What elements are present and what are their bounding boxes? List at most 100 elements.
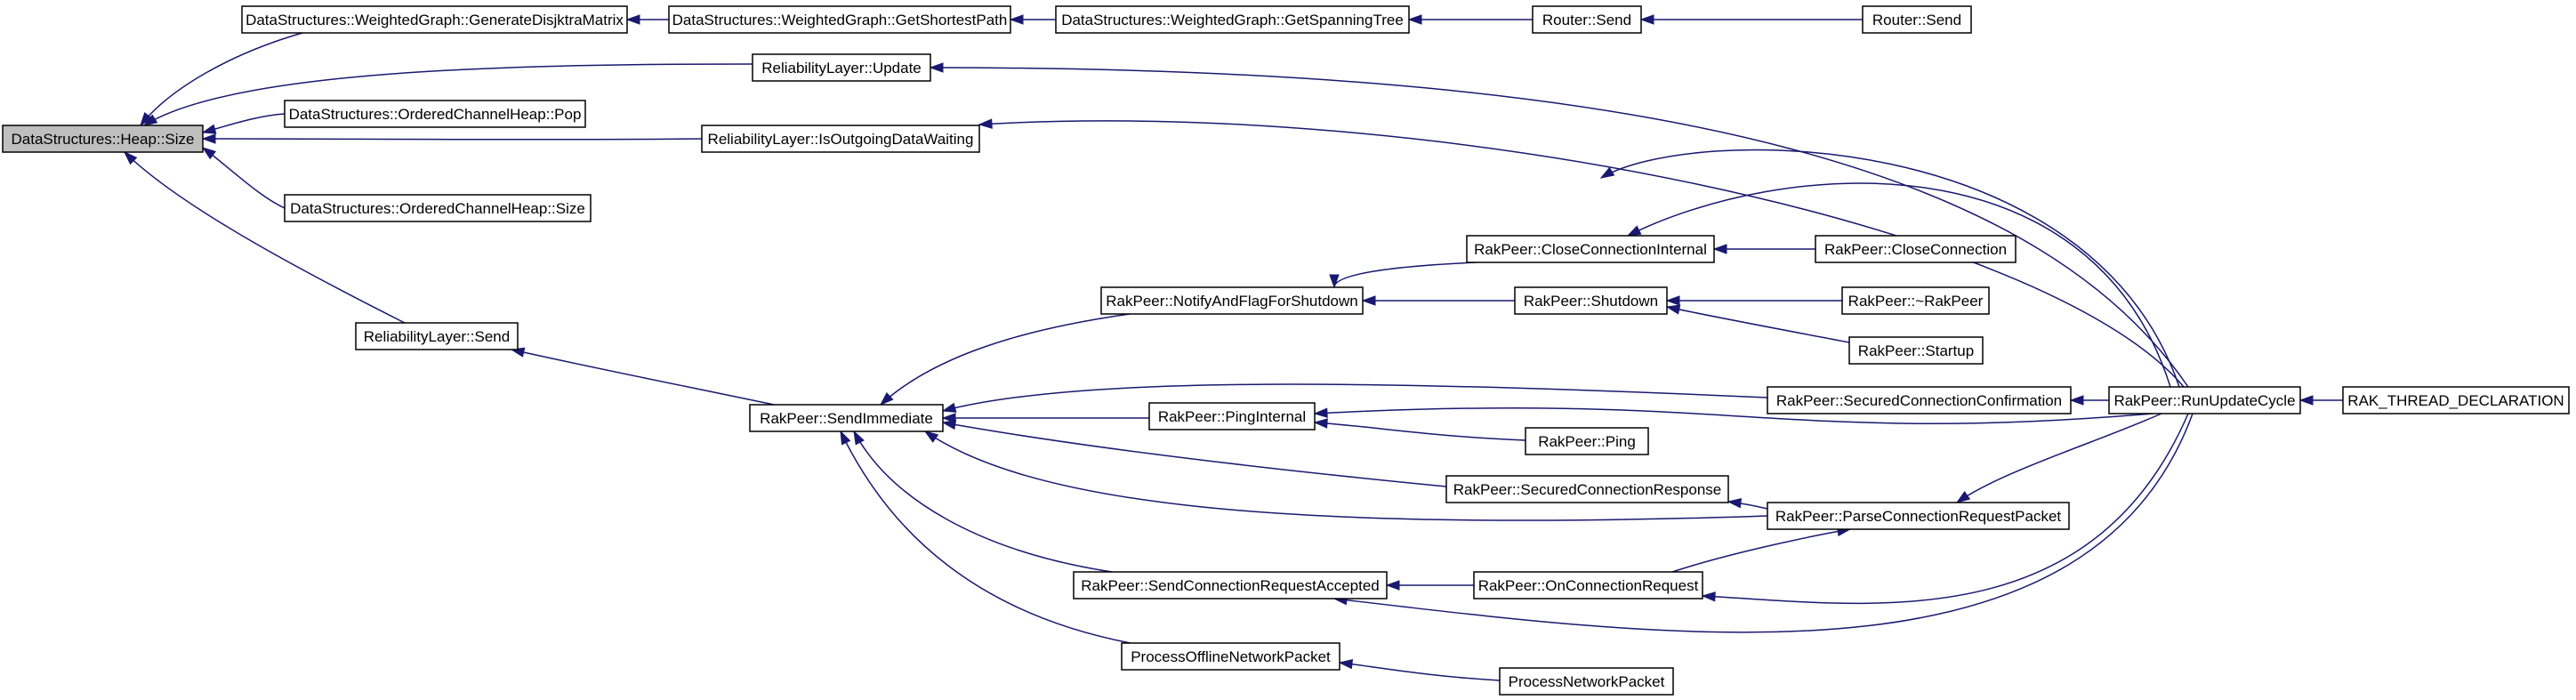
node-label[interactable]: RakPeer::~RakPeer <box>1848 293 1984 310</box>
node-send-immediate[interactable]: RakPeer::SendImmediate <box>749 404 944 432</box>
node-box[interactable] <box>1473 571 1703 599</box>
node-rl-send[interactable]: ReliabilityLayer::Send <box>355 322 519 350</box>
node-box[interactable] <box>1445 475 1729 503</box>
node-ping[interactable]: RakPeer::Ping <box>1525 427 1649 455</box>
node-label[interactable]: RakPeer::Startup <box>1858 342 1974 359</box>
node-box[interactable] <box>1148 402 1316 430</box>
node-notify-flag[interactable]: RakPeer::NotifyAndFlagForShutdown <box>1100 286 1364 315</box>
node-label[interactable]: Router::Send <box>1872 12 1961 28</box>
node-close-internal[interactable]: RakPeer::CloseConnectionInternal <box>1466 235 1715 263</box>
arrow-head-icon <box>2298 395 2314 406</box>
node-box[interactable] <box>1514 286 1668 315</box>
node-heap-size[interactable]: DataStructures::Heap::Size <box>2 125 204 153</box>
node-rl-update[interactable]: ReliabilityLayer::Update <box>752 53 931 82</box>
node-och-size[interactable]: DataStructures::OrderedChannelHeap::Size <box>284 194 592 222</box>
edge-line <box>942 383 1768 412</box>
arrow-head-icon <box>1665 304 1681 315</box>
node-box[interactable] <box>1815 235 2017 263</box>
node-get-spanning[interactable]: DataStructures::WeightedGraph::GetSpanni… <box>1055 5 1410 34</box>
node-gen-dijkstra[interactable]: DataStructures::WeightedGraph::GenerateD… <box>241 5 628 34</box>
node-dtor[interactable]: RakPeer::~RakPeer <box>1841 286 1990 315</box>
node-box[interactable] <box>284 100 586 128</box>
node-box[interactable] <box>1532 5 1642 34</box>
node-box[interactable] <box>355 322 519 350</box>
node-offline-packet[interactable]: ProcessOfflineNetworkPacket <box>1121 642 1340 671</box>
node-label[interactable]: RakPeer::RunUpdateCycle <box>2113 392 2295 409</box>
node-run-update[interactable]: RakPeer::RunUpdateCycle <box>2108 386 2301 414</box>
node-router-send1[interactable]: Router::Send <box>1532 5 1642 34</box>
edge-rl_update-to-heap_size <box>142 63 753 126</box>
node-box[interactable] <box>1767 386 2072 414</box>
node-label[interactable]: RakPeer::SendConnectionRequestAccepted <box>1081 577 1380 594</box>
node-box[interactable] <box>2108 386 2301 414</box>
node-label[interactable]: RakPeer::CloseConnection <box>1824 241 2007 258</box>
node-label[interactable]: RakPeer::OnConnectionRequest <box>1478 577 1699 594</box>
arrow-head-icon <box>879 391 894 406</box>
node-parse-req[interactable]: RakPeer::ParseConnectionRequestPacket <box>1767 502 2070 530</box>
node-box[interactable] <box>749 404 944 432</box>
node-startup[interactable]: RakPeer::Startup <box>1848 336 1984 365</box>
edge-router_send2-to-router_send1 <box>1639 14 1863 25</box>
node-label[interactable]: Router::Send <box>1542 12 1631 28</box>
node-box[interactable] <box>1073 571 1388 599</box>
node-network-packet[interactable]: ProcessNetworkPacket <box>1499 667 1674 696</box>
node-label[interactable]: ProcessOfflineNetworkPacket <box>1131 648 1331 665</box>
node-label[interactable]: RakPeer::SecuredConnectionConfirmation <box>1776 392 2062 409</box>
edge-send_immediate-to-rl_send <box>510 347 775 406</box>
node-get-shortest[interactable]: DataStructures::WeightedGraph::GetShorte… <box>668 5 1011 34</box>
arrow-head-icon <box>123 150 138 165</box>
arrow-head-icon <box>1727 498 1743 509</box>
node-sec-response[interactable]: RakPeer::SecuredConnectionResponse <box>1445 475 1729 503</box>
edge-run_update-to-on_conn_req <box>1701 413 2189 605</box>
node-box[interactable] <box>284 194 592 222</box>
node-box[interactable] <box>1466 235 1715 263</box>
node-label[interactable]: ReliabilityLayer::IsOutgoingDataWaiting <box>708 131 974 148</box>
node-label[interactable]: RAK_THREAD_DECLARATION <box>2347 392 2564 409</box>
node-label[interactable]: ProcessNetworkPacket <box>1509 673 1665 690</box>
node-box[interactable] <box>1767 502 2070 530</box>
node-label[interactable]: RakPeer::Ping <box>1538 433 1636 450</box>
node-send-accepted[interactable]: RakPeer::SendConnectionRequestAccepted <box>1073 571 1388 599</box>
node-label[interactable]: RakPeer::SecuredConnectionResponse <box>1453 481 1721 498</box>
node-box[interactable] <box>1055 5 1410 34</box>
node-box[interactable] <box>668 5 1011 34</box>
node-label[interactable]: DataStructures::WeightedGraph::GetSpanni… <box>1061 12 1404 28</box>
node-label[interactable]: RakPeer::PingInternal <box>1158 408 1306 425</box>
node-label[interactable]: DataStructures::WeightedGraph::GetShorte… <box>672 12 1008 28</box>
node-label[interactable]: RakPeer::CloseConnectionInternal <box>1474 241 1707 258</box>
edge-line <box>930 67 2189 388</box>
node-box[interactable] <box>1525 427 1649 455</box>
node-box[interactable] <box>752 53 931 82</box>
node-box[interactable] <box>1121 642 1340 671</box>
arrow-head-icon <box>1701 591 1716 602</box>
node-box[interactable] <box>241 5 628 34</box>
node-close-conn[interactable]: RakPeer::CloseConnection <box>1815 235 2017 263</box>
node-sec-confirm[interactable]: RakPeer::SecuredConnectionConfirmation <box>1767 386 2072 414</box>
node-label[interactable]: DataStructures::OrderedChannelHeap::Size <box>290 200 585 217</box>
node-box[interactable] <box>1848 336 1984 365</box>
node-ping-internal[interactable]: RakPeer::PingInternal <box>1148 402 1316 430</box>
node-och-pop[interactable]: DataStructures::OrderedChannelHeap::Pop <box>284 100 586 128</box>
node-label[interactable]: DataStructures::WeightedGraph::GenerateD… <box>246 12 624 28</box>
node-box[interactable] <box>1841 286 1990 315</box>
node-box[interactable] <box>701 125 980 153</box>
node-label[interactable]: RakPeer::SendImmediate <box>760 410 933 427</box>
node-label[interactable]: RakPeer::NotifyAndFlagForShutdown <box>1106 293 1357 310</box>
node-rl-outgoing[interactable]: ReliabilityLayer::IsOutgoingDataWaiting <box>701 125 980 153</box>
node-on-conn-req[interactable]: RakPeer::OnConnectionRequest <box>1473 571 1703 599</box>
node-box[interactable] <box>1862 5 1972 34</box>
node-label[interactable]: RakPeer::Shutdown <box>1524 293 1658 310</box>
node-router-send2[interactable]: Router::Send <box>1862 5 1972 34</box>
node-label[interactable]: DataStructures::Heap::Size <box>12 131 195 148</box>
node-box[interactable] <box>1100 286 1364 315</box>
node-label[interactable]: ReliabilityLayer::Update <box>761 60 922 76</box>
node-label[interactable]: RakPeer::ParseConnectionRequestPacket <box>1775 508 2062 525</box>
arrow-head-icon <box>201 124 217 134</box>
node-rak-thread[interactable]: RAK_THREAD_DECLARATION <box>2342 386 2570 414</box>
node-label[interactable]: DataStructures::OrderedChannelHeap::Pop <box>289 106 582 123</box>
node-box[interactable] <box>2 125 204 153</box>
node-shutdown[interactable]: RakPeer::Shutdown <box>1514 286 1668 315</box>
node-label[interactable]: ReliabilityLayer::Send <box>364 328 510 345</box>
node-box[interactable] <box>1499 667 1674 696</box>
node-box[interactable] <box>2342 386 2570 414</box>
